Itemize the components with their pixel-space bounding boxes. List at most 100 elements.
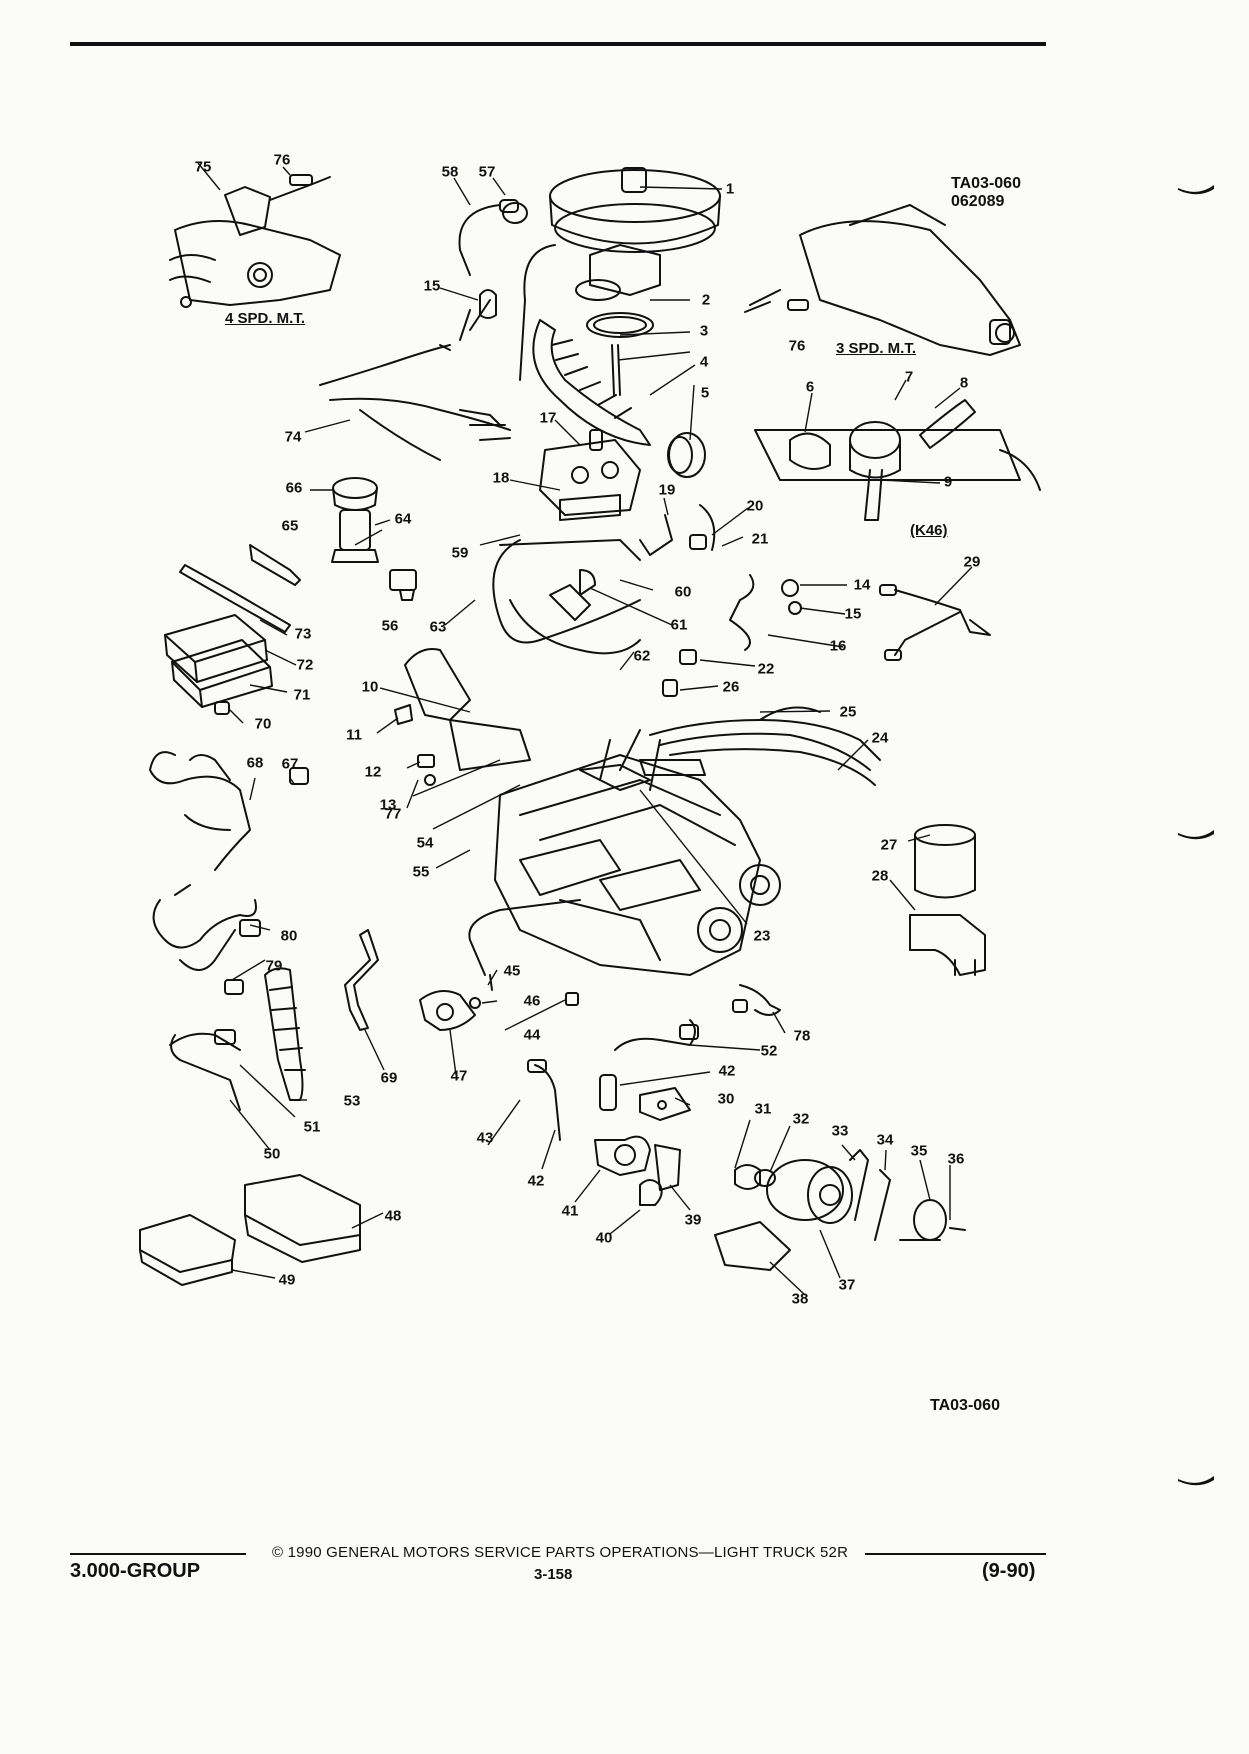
bracket-73	[179, 564, 291, 633]
callout-76b: 76	[788, 337, 806, 355]
engine-block	[494, 754, 781, 976]
distributor-base	[419, 990, 476, 1031]
air-pump-assembly	[714, 1149, 966, 1271]
callout-74: 74	[284, 428, 302, 446]
callout-35: 35	[910, 1142, 928, 1160]
callout-24: 24	[871, 729, 889, 747]
callout-15: 15	[423, 277, 441, 295]
callout-57: 57	[478, 163, 496, 181]
callout-6: 6	[805, 378, 815, 396]
callout-78: 78	[793, 1027, 811, 1045]
callout-71: 71	[293, 686, 311, 704]
callout-47: 47	[450, 1067, 468, 1085]
footer-group: 3.000-GROUP	[70, 1560, 201, 1582]
callout-59: 59	[451, 544, 469, 562]
egr-valve	[331, 477, 379, 563]
figure-date-code: 062089	[951, 193, 1005, 210]
callout-65: 65	[281, 517, 299, 535]
bracket-30	[639, 1087, 691, 1121]
vacuum-hose	[639, 514, 673, 556]
fuel-line	[468, 899, 581, 976]
callout-68: 68	[246, 754, 264, 772]
callout-13: 13	[379, 796, 397, 814]
callout-8: 8	[959, 374, 969, 392]
callout-61: 61	[670, 616, 688, 634]
electronic-control-module	[164, 614, 273, 708]
callout-43: 43	[476, 1129, 494, 1147]
footer-copyright: © 1990 GENERAL MOTORS SERVICE PARTS OPER…	[272, 1544, 849, 1561]
footer-rule-right	[865, 1553, 1046, 1555]
footer-page-number: 3-158	[534, 1566, 573, 1583]
callout-79: 79	[265, 957, 283, 975]
callout-73: 73	[294, 625, 312, 643]
callout-60: 60	[674, 583, 692, 601]
callout-25: 25	[839, 703, 857, 721]
callout-22: 22	[757, 660, 775, 678]
callout-18: 18	[492, 469, 510, 487]
callout-2: 2	[701, 291, 711, 309]
four-speed-transmission-detail	[169, 174, 341, 308]
top-rule	[70, 42, 1046, 46]
throttle-body	[539, 429, 641, 521]
callout-9: 9	[943, 473, 953, 491]
callout-77: 77	[384, 805, 402, 823]
figure-code-text: TA03-060	[951, 175, 1021, 192]
callout-4: 4	[699, 353, 709, 371]
footer-revision: (9-90)	[982, 1560, 1036, 1582]
callout-39: 39	[684, 1211, 702, 1229]
callout-29: 29	[963, 553, 981, 571]
k46-air-pump-assembly	[754, 399, 1041, 521]
callout-56: 56	[381, 617, 399, 635]
callout-7: 7	[904, 368, 914, 386]
bracket-69	[344, 929, 379, 1031]
footer-rule-left	[70, 1553, 246, 1555]
callout-30: 30	[717, 1090, 735, 1108]
ignition-coil	[909, 824, 986, 976]
sensor-26	[662, 679, 678, 697]
callout-62: 62	[633, 647, 651, 665]
callout-34: 34	[876, 1131, 894, 1149]
injector-22	[679, 649, 697, 665]
callout-51: 51	[303, 1118, 321, 1136]
callout-15b: 15	[844, 605, 862, 623]
binder-mark-icon	[1178, 830, 1214, 840]
heat-shield-49	[139, 1214, 236, 1273]
pipe-51	[170, 1034, 241, 1111]
callout-72: 72	[296, 656, 314, 674]
air-cleaner-assembly	[519, 167, 721, 381]
air-valve-41	[594, 1135, 651, 1176]
hose-58	[458, 204, 501, 276]
intake-pipe	[404, 648, 471, 721]
binder-mark-icon	[1178, 185, 1214, 195]
callout-48: 48	[384, 1207, 402, 1225]
air-duct	[532, 319, 651, 446]
callout-3: 3	[699, 322, 709, 340]
callout-14: 14	[853, 576, 871, 594]
callout-69: 69	[380, 1069, 398, 1087]
connector-70	[214, 701, 230, 715]
three-speed-transmission-detail	[744, 204, 1021, 356]
callout-50: 50	[263, 1145, 281, 1163]
callout-49: 49	[278, 1271, 296, 1289]
callout-28: 28	[871, 867, 889, 885]
callout-20: 20	[746, 497, 764, 515]
pipe-29	[894, 589, 991, 656]
callout-16: 16	[829, 637, 847, 655]
callout-19: 19	[658, 481, 676, 499]
pipe-52	[614, 1019, 696, 1051]
callout-55: 55	[412, 863, 430, 881]
callout-37: 37	[838, 1276, 856, 1294]
three-speed-label: 3 SPD. M.T.	[836, 340, 917, 357]
heat-shield-48	[244, 1174, 361, 1246]
callout-1: 1	[725, 180, 735, 198]
callout-53: 53	[343, 1092, 361, 1110]
callout-44: 44	[523, 1026, 541, 1044]
callout-70: 70	[254, 715, 272, 733]
gasket	[586, 312, 654, 338]
callout-76: 76	[273, 151, 291, 169]
figure-code-bottom: TA03-060	[930, 1397, 1000, 1414]
callout-58: 58	[441, 163, 459, 181]
binder-mark-icon	[1178, 1476, 1214, 1486]
callout-66: 66	[285, 479, 303, 497]
